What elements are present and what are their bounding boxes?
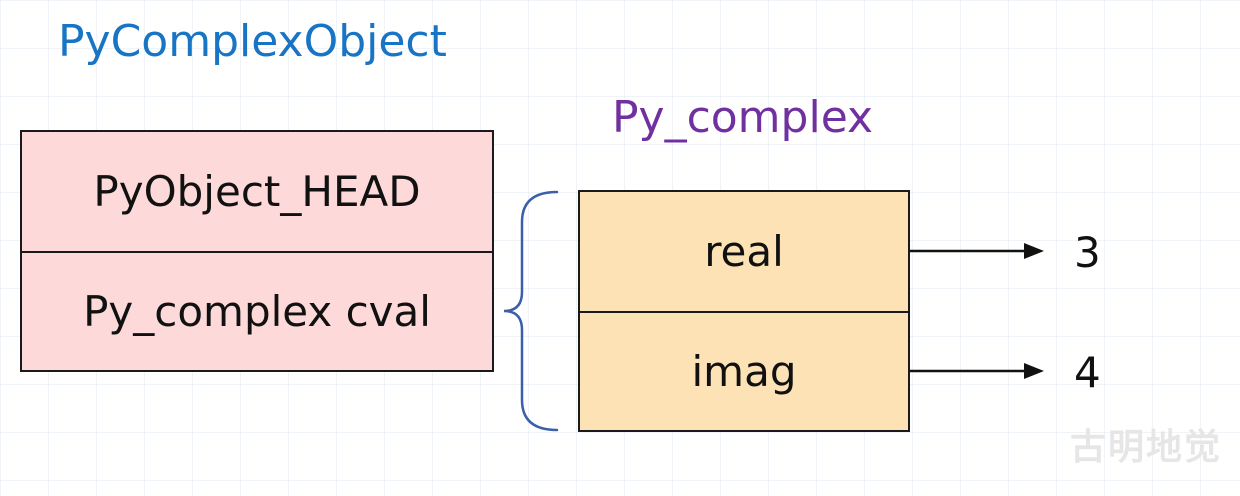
arrow-real (910, 243, 1044, 259)
value-imag: 4 (1074, 348, 1101, 397)
value-real: 3 (1074, 228, 1101, 277)
curly-brace (503, 190, 559, 432)
field-real: real (704, 227, 784, 276)
field-imag: imag (580, 311, 908, 430)
arrow-imag (910, 363, 1044, 379)
py-complex-title: Py_complex (612, 92, 874, 143)
py-complex-struct: real imag (578, 190, 910, 432)
pycomplexobject-title: PyComplexObject (58, 16, 447, 67)
field-pyobject-head: PyObject_HEAD (93, 167, 421, 216)
field-cval: Py_complex cval (22, 251, 492, 370)
watermark: 古明地觉 (1069, 427, 1222, 468)
pycomplexobject-struct: PyObject_HEAD Py_complex cval (20, 130, 494, 372)
